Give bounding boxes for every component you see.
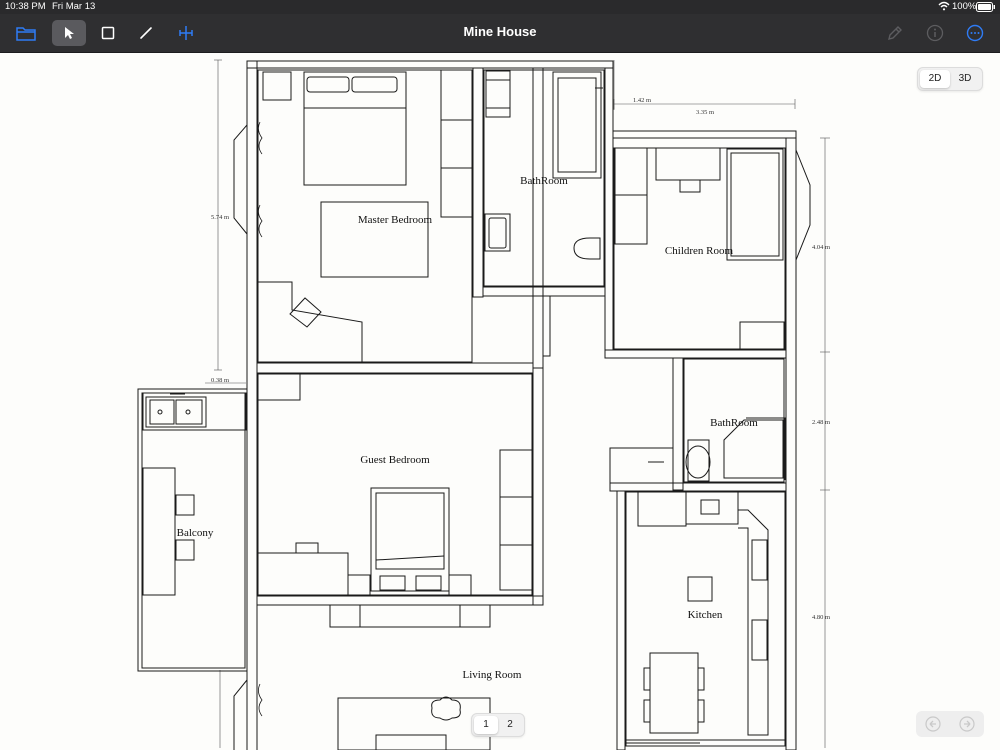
files-icon[interactable]: [12, 20, 40, 46]
undo-redo-group: [916, 711, 984, 737]
toolbar: Mine House: [0, 14, 1000, 53]
room-label-bathroom-2: BathRoom: [710, 417, 758, 429]
bathroom-2-fixtures: [609, 358, 786, 484]
view-2d-button[interactable]: 2D: [920, 70, 950, 88]
document-title: Mine House: [463, 24, 537, 39]
dimension-label-248: 2.48 m: [812, 419, 830, 426]
status-bar: 10:38 PM Fri Mar 13 100%: [0, 0, 1000, 14]
balcony-area: [137, 388, 248, 672]
room-label-living-room: Living Room: [463, 669, 522, 681]
room-label-bathroom-1: BathRoom: [520, 175, 568, 187]
view-3d-button[interactable]: 3D: [958, 73, 972, 84]
floor-plan-canvas[interactable]: Master Bedroom BathRoom Children Room Ba…: [0, 53, 1000, 750]
wifi-icon: [938, 1, 950, 14]
dimension-label-574: 5.74 m: [211, 214, 229, 221]
battery-percent: 100%: [952, 1, 977, 12]
kitchen-furniture: [625, 491, 786, 747]
line-tool-icon[interactable]: [132, 20, 160, 46]
dimension-label-335: 3.35 m: [696, 109, 714, 116]
room-label-balcony: Balcony: [177, 527, 214, 539]
master-bedroom-furniture: [233, 69, 474, 363]
redo-icon[interactable]: [959, 716, 975, 737]
status-date: Fri Mar 13: [52, 1, 96, 12]
dimension-lines: [205, 59, 830, 748]
children-room-furniture: [613, 147, 811, 350]
page-1-button[interactable]: 1: [474, 716, 498, 734]
room-label-guest-bedroom: Guest Bedroom: [360, 454, 430, 466]
more-icon[interactable]: [962, 20, 988, 46]
page-2-button[interactable]: 2: [507, 719, 513, 730]
floor-plan: Master Bedroom BathRoom Children Room Ba…: [137, 59, 830, 750]
dimension-label-480: 4.80 m: [812, 614, 830, 621]
dimension-label-038: 0.38 m: [211, 377, 229, 384]
select-cursor-icon[interactable]: [52, 20, 86, 46]
room-label-master-bedroom: Master Bedroom: [358, 214, 433, 226]
page-selector: 1 2: [471, 713, 525, 737]
view-mode-toggle: 2D 3D: [917, 67, 983, 91]
status-time: 10:38 PM: [5, 1, 46, 12]
measure-tool-icon[interactable]: [172, 20, 200, 46]
living-room-furniture: [233, 604, 700, 750]
info-icon[interactable]: [922, 20, 948, 46]
bathroom-1-fixtures: [483, 69, 605, 287]
dimension-label-404: 4.04 m: [812, 244, 830, 251]
room-label-kitchen: Kitchen: [688, 609, 723, 621]
room-label-children-room: Children Room: [665, 245, 734, 257]
battery-icon: [976, 2, 996, 15]
undo-icon[interactable]: [925, 716, 941, 737]
rectangle-tool-icon[interactable]: [94, 20, 122, 46]
pencil-icon[interactable]: [882, 20, 908, 46]
dimension-label-142: 1.42 m: [633, 97, 651, 104]
guest-bedroom-furniture: [257, 373, 533, 596]
walls: [246, 60, 797, 750]
